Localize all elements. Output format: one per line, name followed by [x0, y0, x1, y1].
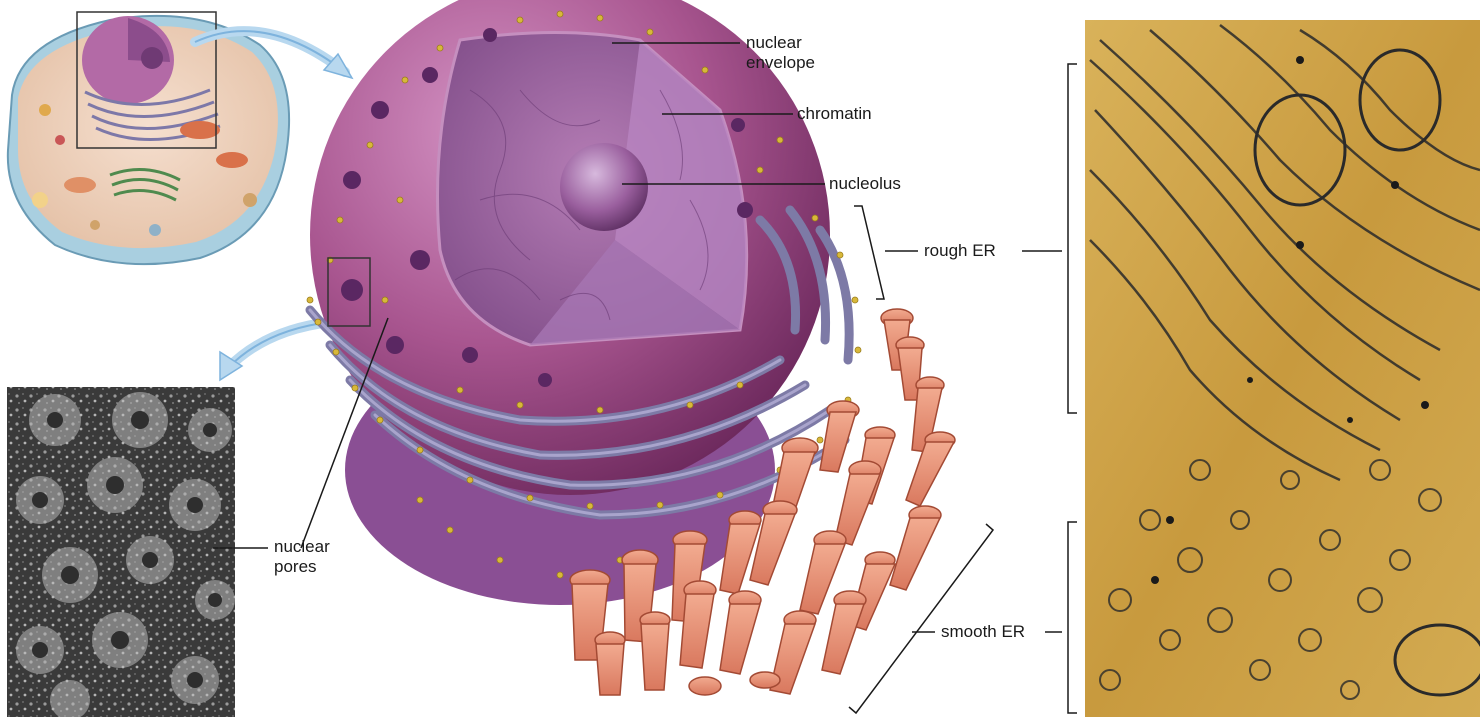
chromatin-label: chromatin [797, 104, 872, 124]
nucleolus-label: nucleolus [829, 174, 901, 194]
cell-overview-image [8, 12, 289, 264]
nuclear-envelope-label-line2: envelope [746, 53, 815, 73]
nuclear-envelope-label: nuclear envelope [746, 33, 815, 73]
nuclear-envelope-label-line1: nuclear [746, 33, 815, 53]
endoplasmic-reticulum-micrograph [1085, 20, 1480, 717]
nuclear-pores-label-line1: nuclear [274, 537, 330, 557]
smooth-er-label: smooth ER [941, 622, 1025, 642]
rough-er-label: rough ER [924, 241, 996, 261]
nuclear-pores-label-line2: pores [274, 557, 330, 577]
nuclear-pores-micrograph [7, 387, 235, 717]
nuclear-pores-label: nuclear pores [274, 537, 330, 577]
